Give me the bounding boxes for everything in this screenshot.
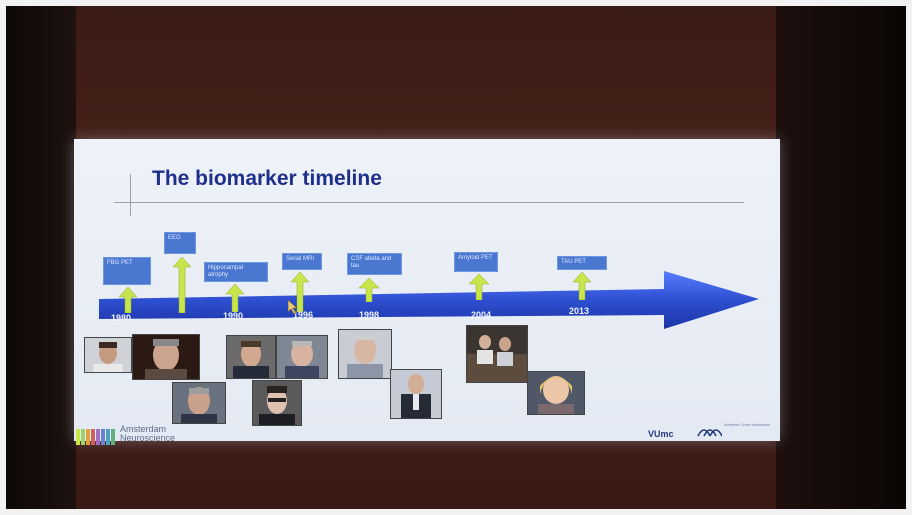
vumc-logo-text: VUmc: [648, 429, 674, 439]
timeline-arrow: [99, 271, 759, 329]
portrait-photo: [276, 335, 328, 379]
year-label: 2013: [569, 306, 590, 316]
portrait-photo: [226, 335, 276, 379]
logo-line-2: Neuroscience: [120, 433, 176, 443]
up-arrow-csf: [359, 278, 379, 302]
logo-line-1: Amsterdam: [120, 424, 167, 434]
slide-title: The biomarker timeline: [152, 167, 382, 190]
vumc-small-text: Alzheimer Center Amsterdam: [724, 423, 770, 427]
year-label: 1990: [223, 311, 244, 321]
amsterdam-neuroscience-logo-icon: [76, 429, 115, 445]
vumc-wave-logo-icon: [697, 429, 722, 437]
marker-label-amyloid-pet: Amyloid PET: [454, 252, 498, 272]
year-label: 1996: [293, 310, 314, 320]
year-label: 1980: [111, 313, 132, 323]
marker-label-hippocampal-atrophy: Hippocampal atrophy: [204, 262, 268, 282]
marker-label-tau-pet: TAU PET: [557, 256, 607, 270]
portrait-photo: [338, 329, 392, 379]
dark-wall-left: [6, 6, 76, 509]
title-rule-vertical: [130, 174, 131, 216]
marker-label-csf: CSF abeta and tau: [347, 253, 402, 275]
title-rule-horizontal: [114, 202, 744, 203]
up-arrow-amyloid-pet: [469, 274, 489, 300]
portrait-photo: [466, 325, 528, 383]
up-arrow-tau-pet: [573, 272, 591, 300]
up-arrow-eeg: [173, 257, 191, 313]
projected-slide: The biomarker timeline FBG PET EEG Hippo…: [74, 139, 780, 445]
marker-label-eeg: EEG: [164, 232, 196, 254]
portrait-photo: [527, 371, 585, 415]
up-arrow-fbg-pet: [119, 287, 137, 313]
portrait-photo: [172, 382, 226, 424]
portrait-photo: [84, 337, 132, 373]
portrait-photo: [390, 369, 442, 419]
year-label: 1998: [359, 310, 380, 320]
photo-frame: The biomarker timeline FBG PET EEG Hippo…: [6, 6, 906, 509]
up-arrow-hippocampal: [226, 284, 244, 312]
marker-label-fbg-pet: FBG PET: [103, 257, 151, 285]
dark-wall-right: [776, 6, 906, 509]
pointer-cursor-icon: [288, 300, 298, 314]
up-arrow-serial-mri: [291, 272, 309, 312]
amsterdam-neuroscience-logo-text: Amsterdam Neuroscience: [120, 425, 175, 443]
portrait-photo: [132, 334, 200, 380]
year-label: 2004: [471, 310, 492, 320]
marker-label-serial-mri: Serial MRI: [282, 253, 322, 270]
portrait-photo: [252, 380, 302, 426]
